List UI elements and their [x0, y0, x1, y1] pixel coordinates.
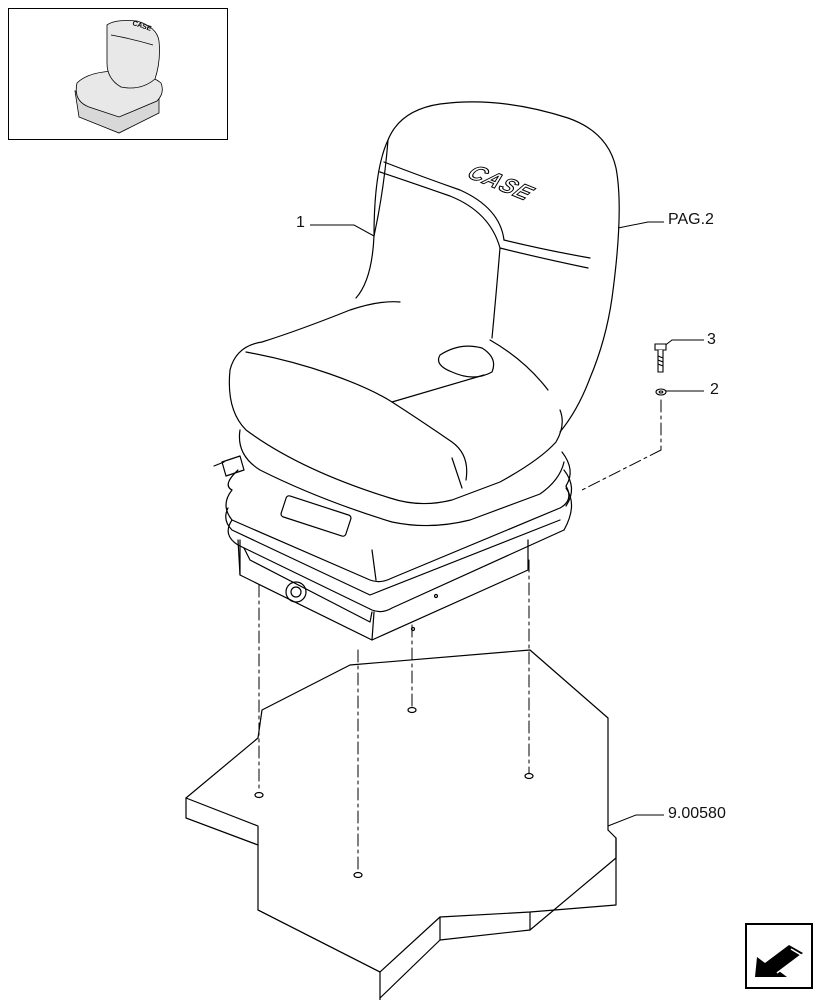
callout-platform[interactable]: 9.00580 — [668, 805, 726, 822]
platform-plate — [185, 649, 617, 1000]
callout-leaders — [310, 221, 704, 827]
thumbnail-view: CASE — [8, 8, 228, 140]
callout-seat[interactable]: 1 — [296, 214, 305, 231]
platform-holes — [254, 706, 534, 879]
washer-part — [655, 388, 667, 396]
arrow-back-icon — [755, 945, 803, 977]
thumbnail-seat-icon — [74, 20, 163, 134]
suspension-base — [237, 539, 529, 641]
bolt-part — [654, 343, 667, 373]
seat-cushion — [228, 301, 565, 527]
back-navigation-button[interactable] — [745, 923, 813, 989]
seat-back — [355, 101, 620, 433]
callout-page-ref[interactable]: PAG.2 — [668, 211, 714, 228]
seat-bellows — [213, 451, 573, 613]
callout-washer[interactable]: 2 — [710, 381, 719, 398]
alignment-lines — [258, 399, 662, 873]
callout-bolt[interactable]: 3 — [707, 331, 716, 348]
